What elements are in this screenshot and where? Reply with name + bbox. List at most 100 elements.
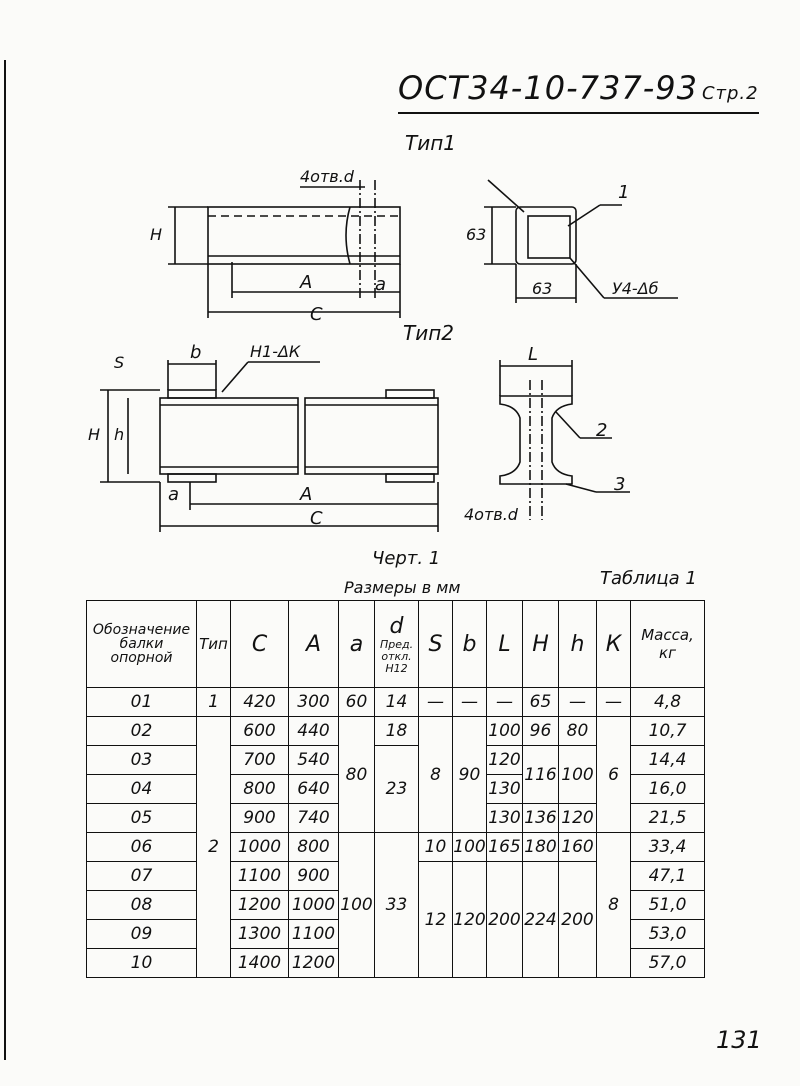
cell-H: 136 [522,803,559,833]
cell-A: 640 [288,774,339,804]
page-ref: Стр.2 [701,83,759,104]
cell-h: 200 [558,861,597,978]
weld-label-1: У4-Δб [612,279,659,298]
cell-mass: 57,0 [630,948,705,978]
table-row: 06 1000 800 100 33 10 100 165 180 160 8 … [86,832,705,978]
cell-L: 200 [486,861,523,978]
table-row: 04 800 640 130 16,0 [86,774,705,804]
cell-A: 300 [288,687,339,717]
cell-A: 440 [288,716,339,746]
cell-b: 100 [452,832,487,862]
cell-mass: 33,4 [630,832,705,862]
cell-d: 18 [374,716,419,746]
label-S: S [114,353,124,372]
table-row: 01 1 420 300 60 14 — — — 65 — — 4,8 [86,687,705,717]
cell-L: 130 [486,774,523,804]
label-H-type1: H [150,225,162,244]
label-H-type2: H [88,425,100,444]
cell-A: 1200 [288,948,339,978]
label-h: h [114,425,124,444]
cell-H: 96 [522,716,559,746]
type2-label: Тип2 [403,321,454,345]
table-row: 09 1300 1100 53,0 [86,919,705,949]
cell-h: 120 [558,803,597,833]
cell-C: 900 [230,803,289,833]
cell-A: 800 [288,832,339,862]
label-holes-bottom: 4отв.d [464,505,519,524]
header-designation: Обозначение балки опорной [86,600,197,688]
cell-C: 420 [230,687,289,717]
cell-H: 224 [522,861,559,978]
label-C-type1: C [310,304,323,325]
cell-mass: 21,5 [630,803,705,833]
cell-a: 100 [338,832,375,978]
cell-L: 100 [486,716,523,746]
cell-A: 1100 [288,919,339,949]
cell-mass: 10,7 [630,716,705,746]
cell-h: 100 [558,745,597,804]
cell-designation: 07 [86,861,197,891]
cell-L: 120 [486,745,523,775]
table-row: 02 2 600 440 80 18 8 90 100 96 80 6 10,7 [86,716,705,978]
callout-2: 2 [596,420,607,441]
cell-S: 8 [418,716,453,833]
cell-designation: 04 [86,774,197,804]
cell-C: 1200 [230,890,289,920]
cell-H: 180 [522,832,559,862]
chart-caption: Черт. 1 [372,548,441,569]
header-d-symbol: d [389,613,404,639]
cell-C: 1000 [230,832,289,862]
cell-d: 14 [374,687,419,717]
cell-designation: 02 [86,716,197,746]
type2-section [499,395,573,485]
cell-mass: 16,0 [630,774,705,804]
header-A: A [288,600,339,688]
table-row: 07 1100 900 12 120 200 224 200 47,1 [86,861,705,978]
label-A-type1: A [299,272,312,293]
type1-section [515,206,577,265]
cell-A: 1000 [288,890,339,920]
cell-C: 700 [230,745,289,775]
cell-a: 60 [338,687,375,717]
cell-b: 120 [452,861,487,978]
header-C: C [230,600,289,688]
cell-designation: 03 [86,745,197,775]
cell-A: 900 [288,861,339,891]
header-d-note: Пред. откл. H12 [379,637,414,675]
units-caption: Размеры в мм [344,578,461,597]
cell-mass: 53,0 [630,919,705,949]
header-H: H [522,600,559,688]
cell-L: 165 [486,832,523,862]
cell-C: 1100 [230,861,289,891]
cell-S: — [418,687,453,717]
cell-designation: 09 [86,919,197,949]
cell-H: 116 [522,745,559,804]
cell-H: 65 [522,687,559,717]
cell-mass: 51,0 [630,890,705,920]
header-mass: Масса, кг [630,600,705,688]
header-K: К [596,600,631,688]
weld-label-2: Н1-ΔК [250,342,301,361]
cell-mass: 14,4 [630,745,705,775]
cell-designation: 10 [86,948,197,978]
callout-3: 3 [614,474,625,495]
cell-K: — [596,687,631,717]
technical-drawing: Тип1 Тип2 4отв.d H A a C 63 63 1 У4-Δб S… [88,131,678,532]
label-63-horizontal: 63 [532,279,552,298]
cell-h: 80 [558,716,597,746]
label-L: L [528,344,538,365]
label-A-type2: A [299,484,312,505]
cell-L: 130 [486,803,523,833]
cell-S: 12 [418,861,453,978]
cell-A: 740 [288,803,339,833]
label-63-vertical: 63 [466,225,486,244]
type2-side-body-right [304,397,439,475]
cell-mass: 47,1 [630,861,705,891]
type1-label: Тип1 [405,131,456,155]
cell-d: 33 [374,832,419,978]
cell-K: 8 [596,832,631,978]
cell-h: 160 [558,832,597,862]
